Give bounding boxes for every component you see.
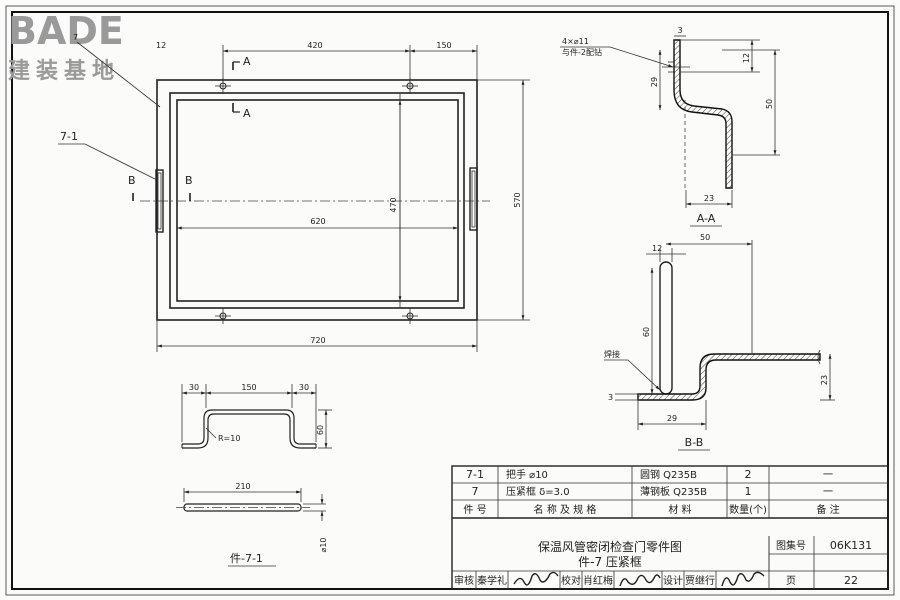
design-name: 贾继行 [685, 574, 715, 587]
atlas-label: 图集号 [776, 539, 806, 552]
row1-qty: 2 [745, 468, 752, 481]
atlas-number: 06K131 [830, 539, 872, 552]
review-signature [513, 571, 559, 586]
drawing-subtitle: 件-7 压紧框 [578, 555, 642, 569]
row1-note: 一 [823, 470, 833, 481]
bolt-hole [402, 308, 418, 324]
row2-no: 7 [472, 485, 479, 498]
header-note: 备 注 [816, 503, 839, 516]
aa-dim-50: 50 [765, 99, 774, 109]
dim-570: 570 [513, 192, 522, 207]
profile-radius: R=10 [218, 434, 240, 443]
profile-dim-60: 60 [316, 425, 325, 435]
logo-brand: BADE [8, 9, 124, 53]
page-number: 22 [844, 574, 858, 587]
row2-material: 薄钢板 Q235B [640, 485, 707, 498]
check-label: 校对 [561, 574, 581, 587]
section-b-label: B [128, 174, 136, 187]
row1-no: 7-1 [466, 468, 484, 481]
bb-title: B-B [685, 436, 704, 449]
page-label: 页 [786, 575, 796, 587]
aa-title: A-A [697, 212, 716, 225]
aa-dim-29: 29 [650, 77, 659, 87]
callout-7-1: 7-1 [60, 130, 78, 143]
dim-150: 150 [436, 41, 451, 50]
bb-handle-rod [659, 261, 673, 395]
dim-7: 7 [73, 33, 78, 42]
plan-view: 420 150 7 12 A A 7-1 B B 620 470 570 [58, 33, 530, 352]
frame-inner-1 [169, 92, 465, 309]
section-a-label: A [243, 55, 251, 68]
handle-left [155, 169, 164, 233]
header-qty: 数量(个) [729, 503, 767, 516]
row1-name: 把手 ⌀10 [506, 468, 548, 481]
handle-title: 件-7-1 [230, 552, 263, 565]
profile-dim-30: 30 [189, 383, 199, 392]
review-label: 审核 [454, 574, 474, 587]
review-name: 秦学礼 [477, 574, 507, 587]
aa-dim-23: 23 [704, 194, 714, 203]
profile-dim-30: 30 [299, 383, 309, 392]
header-material: 材 料 [668, 503, 691, 516]
drawing-title: 保温风管密闭检查门零件图 [538, 539, 682, 554]
header-name: 名 称 及 规 格 [534, 503, 597, 516]
dim-420: 420 [307, 41, 322, 50]
profile-dim-150: 150 [241, 383, 256, 392]
bb-dim-12: 12 [652, 244, 662, 253]
title-block: 7-1 把手 ⌀10 圆钢 Q235B 2 一 7 压紧框 δ=3.0 薄钢板 … [451, 465, 889, 590]
aa-note-1: 4×⌀11 [562, 37, 589, 46]
weld-note: 焊接 [604, 349, 620, 359]
bb-dim-3: 3 [608, 393, 613, 402]
row2-name: 压紧框 δ=3.0 [506, 485, 570, 498]
row2-note: 一 [823, 487, 833, 498]
check-name: 肖红梅 [583, 574, 613, 587]
handle-right [469, 167, 478, 231]
bb-dim-60: 60 [642, 327, 651, 337]
section-a-label: A [243, 107, 251, 120]
logo: BADE 建装基地 [8, 9, 124, 84]
row2-qty: 1 [745, 485, 752, 498]
design-label: 设计 [663, 574, 683, 587]
section-aa: 4×⌀11 与件-2配钻 3 12 29 50 23 A-A [560, 26, 780, 227]
dim-470: 470 [389, 197, 398, 212]
handle-dim-10: ⌀10 [319, 538, 328, 553]
frame-outer [156, 79, 478, 321]
handle-view: 210 ⌀10 件-7-1 [176, 482, 328, 567]
design-signature [721, 571, 765, 587]
section-aa-profile [673, 39, 733, 189]
section-bb: 12 50 60 23 3 29 焊接 B-B [604, 233, 835, 451]
outer-border [5, 5, 895, 596]
aa-dim-12: 12 [742, 53, 751, 63]
section-b-label: B [185, 174, 193, 187]
aa-dim-3: 3 [677, 26, 682, 35]
dim-720: 720 [310, 336, 325, 345]
bb-dim-23: 23 [820, 375, 829, 385]
bb-dim-29: 29 [667, 414, 677, 423]
bb-profile [637, 353, 821, 401]
dim-620: 620 [310, 217, 325, 226]
frame-inner-2 [176, 99, 459, 302]
profile-view: 30 150 30 60 R=10 [181, 383, 332, 449]
check-signature [619, 574, 661, 587]
header-no: 件 号 [463, 504, 486, 516]
bb-dim-50: 50 [700, 233, 710, 242]
aa-note-2: 与件-2配钻 [562, 47, 602, 57]
bolt-hole [215, 308, 231, 324]
handle-dim-210: 210 [235, 482, 250, 491]
logo-subtitle: 建装基地 [8, 59, 120, 84]
dim-12: 12 [156, 41, 166, 50]
row1-material: 圆钢 Q235B [640, 468, 697, 481]
inner-border [11, 11, 889, 590]
